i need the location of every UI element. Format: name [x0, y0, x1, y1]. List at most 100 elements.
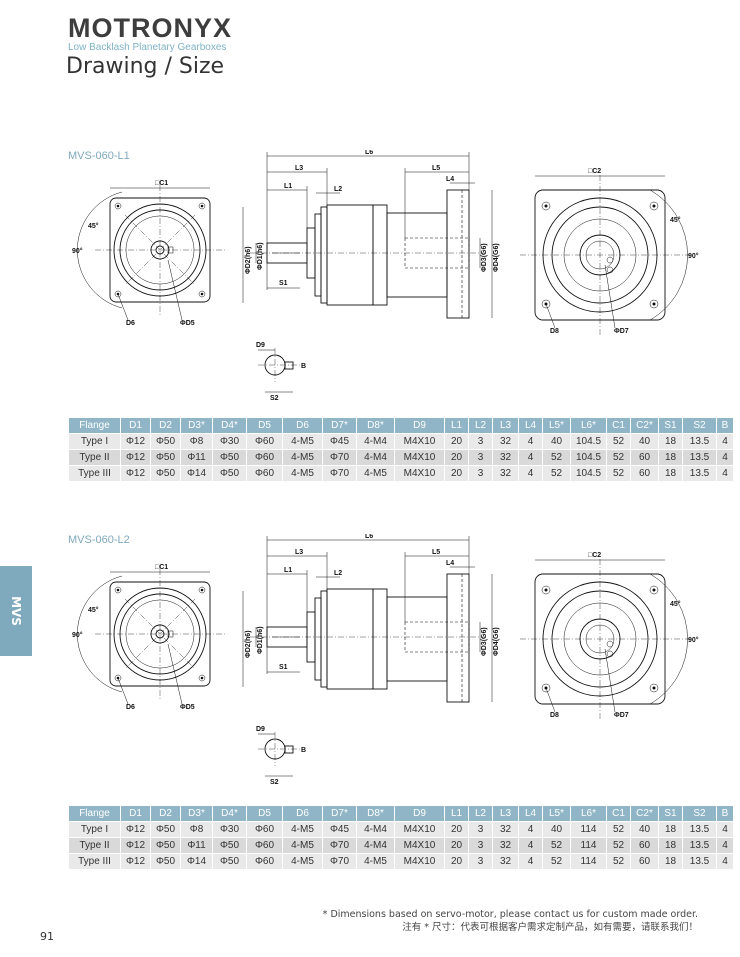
table-cell: 3	[468, 853, 493, 870]
table-cell: Φ60	[246, 853, 283, 870]
side-tab-label: MVS	[9, 596, 23, 626]
table-cell: 13.5	[682, 853, 717, 870]
table-cell: Φ50	[150, 837, 181, 854]
column-header: S1	[658, 805, 683, 822]
table-cell: 20	[444, 821, 469, 838]
table-cell: Φ60	[246, 821, 283, 838]
footnote-en: * Dimensions based on servo-motor, pleas…	[322, 909, 698, 920]
column-header: D5	[246, 417, 283, 434]
table-cell: Φ12	[120, 837, 151, 854]
dim-label-D5: ΦD5	[180, 704, 195, 711]
column-header: S2	[682, 805, 717, 822]
table-cell: 4-M5	[356, 853, 395, 870]
table-cell: 20	[444, 449, 469, 466]
key-detail-view: D9 S2 B	[256, 726, 306, 786]
dim-label-L2: L2	[334, 570, 342, 577]
dim-label-C2: □C2	[588, 168, 601, 175]
table-cell: 18	[658, 433, 683, 450]
table-cell: 52	[542, 853, 571, 870]
dim-label-L6: L6	[365, 534, 373, 540]
table-cell: Type III	[68, 853, 121, 870]
dim-label-D2: ΦD2(h6)	[245, 630, 252, 658]
section-mvs-060-l2: MVS-060-L2 □C1 45°90° D6 ΦD5 L6 L3 L1 L2…	[0, 534, 740, 874]
table-cell: Φ8	[180, 821, 213, 838]
dim-label-L6: L6	[365, 150, 373, 156]
table-cell: M4X10	[394, 449, 445, 466]
table-cell: 40	[630, 821, 659, 838]
table-cell: 18	[658, 821, 683, 838]
side-view: L6 L3 L1 L2 L5 L4 S1 ΦD2(h6) ΦD1(h6) ΦD3…	[242, 534, 500, 703]
column-header: D8*	[356, 805, 395, 822]
table-cell: 40	[630, 433, 659, 450]
dim-label-L1: L1	[284, 567, 292, 574]
table-cell: Φ12	[120, 449, 151, 466]
dim-label-D4: ΦD4(G6)	[493, 627, 500, 656]
table-cell: 60	[630, 449, 659, 466]
table-cell: 20	[444, 853, 469, 870]
brand-tagline: Low Backlash Planetary Gearboxes	[68, 42, 227, 53]
table-cell: Type III	[68, 465, 121, 482]
dim-label-L5: L5	[432, 165, 440, 172]
table-cell: Φ8	[180, 433, 213, 450]
column-header: D4*	[212, 417, 247, 434]
table-cell: 52	[606, 821, 631, 838]
table-cell: 52	[606, 465, 631, 482]
table-cell: 32	[492, 821, 519, 838]
table-cell: 4-M5	[282, 853, 323, 870]
table-cell: 13.5	[682, 449, 717, 466]
dim-label-L3: L3	[295, 549, 303, 556]
model-label: MVS-060-L1	[68, 150, 130, 162]
table-cell: 4	[518, 433, 543, 450]
table-cell: 4	[716, 837, 734, 854]
table-cell: Φ14	[180, 465, 213, 482]
table-cell: 4-M5	[356, 465, 395, 482]
column-header: D3*	[180, 805, 213, 822]
column-header: L6*	[570, 805, 607, 822]
table-cell: 40	[542, 821, 571, 838]
table-cell: 60	[630, 465, 659, 482]
table-cell: 40	[542, 433, 571, 450]
table-cell: 52	[542, 837, 571, 854]
dim-label-B: B	[301, 747, 306, 754]
dim-label-D6: D6	[126, 704, 135, 711]
column-header: Flange	[68, 805, 121, 822]
column-header: L2	[468, 805, 493, 822]
dim-label-D7: ΦD7	[614, 712, 629, 719]
table-cell: 13.5	[682, 433, 717, 450]
table-cell: Φ30	[212, 821, 247, 838]
column-header: L6*	[570, 417, 607, 434]
column-header: B	[716, 805, 734, 822]
table-cell: Φ70	[322, 853, 357, 870]
dim-label-a45: 45°	[88, 222, 99, 230]
column-header: C2*	[630, 417, 659, 434]
table-cell: Φ50	[150, 821, 181, 838]
dim-label-D5: ΦD5	[180, 320, 195, 327]
column-header: D3*	[180, 417, 213, 434]
section-mvs-060-l1: MVS-060-L1 □C1 45°90° D6 ΦD5 L6 L3 L1 L2…	[0, 150, 740, 490]
table-cell: 4-M4	[356, 837, 395, 854]
table-cell: 4	[716, 853, 734, 870]
table-cell: 114	[570, 837, 607, 854]
column-header: D2	[150, 417, 181, 434]
table-cell: Type I	[68, 821, 121, 838]
table-cell: M4X10	[394, 837, 445, 854]
table-cell: 52	[606, 449, 631, 466]
table-cell: Φ70	[322, 837, 357, 854]
column-header: D1	[120, 805, 151, 822]
model-label: MVS-060-L2	[68, 534, 130, 546]
table-cell: Type I	[68, 433, 121, 450]
table-cell: 32	[492, 837, 519, 854]
table-cell: 104.5	[570, 465, 607, 482]
table-cell: M4X10	[394, 433, 445, 450]
input-end-view: □C1 45°90° D6 ΦD5	[72, 180, 225, 327]
column-header: C1	[606, 417, 631, 434]
dim-label-L3: L3	[295, 165, 303, 172]
table-cell: Φ50	[212, 837, 247, 854]
column-header: D7*	[322, 805, 357, 822]
